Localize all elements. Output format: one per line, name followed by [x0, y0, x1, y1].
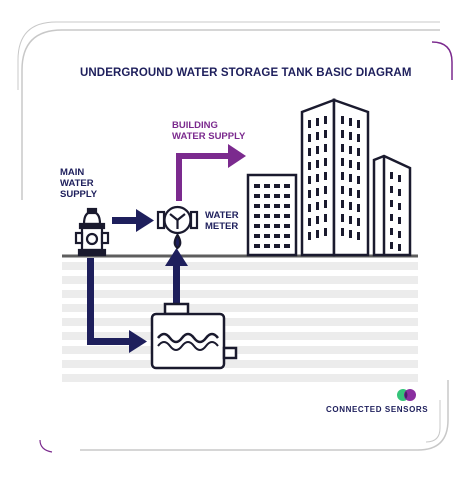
water-meter-icon [156, 205, 199, 250]
building-supply-arrow [176, 144, 246, 201]
building-water-supply-label: BUILDING WATER SUPPLY [172, 120, 246, 142]
diagram-title: UNDERGROUND WATER STORAGE TANK BASIC DIA… [80, 67, 412, 79]
building-icon [246, 98, 412, 257]
connected-sensors-logo-icon [397, 389, 416, 401]
main-supply-arrow [112, 209, 154, 232]
soil-layer [62, 262, 418, 382]
main-water-supply-label: MAIN WATER SUPPLY [60, 167, 98, 200]
brand-name: CONNECTED SENSORS [326, 405, 429, 414]
water-tank-icon [150, 302, 238, 370]
fire-hydrant-icon [74, 207, 110, 257]
frame [17, 21, 453, 453]
tank-to-meter-arrow [165, 248, 188, 304]
hydrant-to-tank-arrow [87, 258, 147, 353]
water-meter-label: WATER METER [205, 210, 239, 232]
